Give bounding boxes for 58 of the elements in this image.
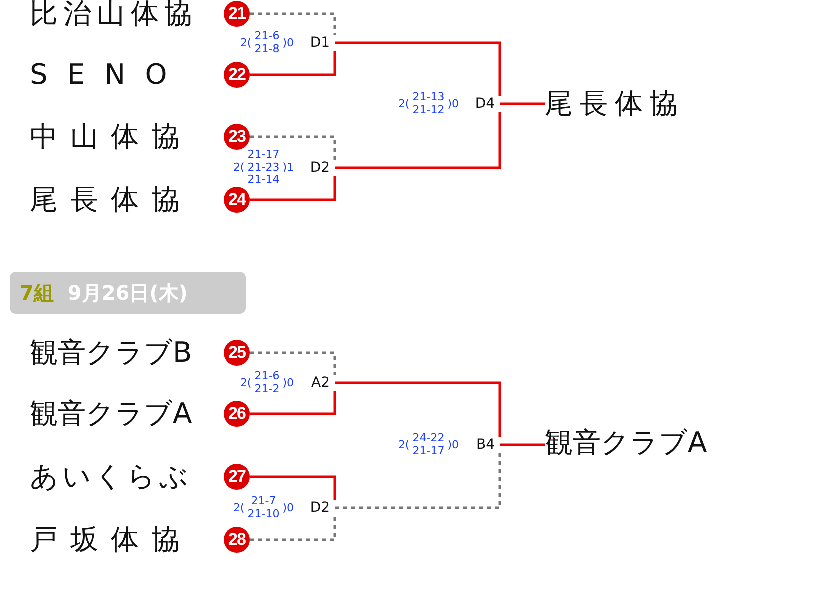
bracket-line bbox=[500, 444, 545, 446]
bracket-line-dashed bbox=[335, 453, 502, 510]
bracket-line-dashed bbox=[250, 136, 336, 160]
seed-number-badge: 24 bbox=[224, 187, 250, 213]
set-count: )0 bbox=[282, 36, 294, 50]
winner-name: 観音クラブA bbox=[545, 426, 708, 459]
winner-name: 尾長体協 bbox=[545, 87, 685, 120]
match-code: A2 bbox=[310, 375, 331, 391]
team-name: 比治山体協 bbox=[30, 0, 198, 28]
set-count: 2( bbox=[240, 36, 252, 50]
set-count: 2( bbox=[233, 162, 245, 174]
bracket-line bbox=[500, 102, 545, 106]
team-name: SENO bbox=[30, 61, 187, 89]
set-scores: 21-6 21-2 bbox=[254, 370, 280, 396]
set-count: )0 bbox=[448, 438, 459, 452]
set-count: 2( bbox=[240, 376, 252, 390]
set-scores: 24-22 21-17 bbox=[412, 432, 445, 458]
match-code: B4 bbox=[475, 437, 496, 453]
set-count: )0 bbox=[448, 98, 459, 110]
team-name: 戸坂体協 bbox=[30, 526, 192, 554]
bracket-line bbox=[250, 391, 336, 416]
seed-number-badge: 28 bbox=[224, 527, 250, 553]
match-code: D2 bbox=[309, 160, 331, 176]
bracket-line bbox=[335, 42, 502, 96]
bracket-line-dashed bbox=[250, 12, 336, 35]
set-count: 2( bbox=[233, 502, 245, 514]
bracket-line bbox=[250, 476, 336, 500]
set-count: )1 bbox=[282, 162, 294, 174]
set-scores: 21-6 21-8 bbox=[254, 30, 280, 56]
bracket-line bbox=[250, 51, 336, 76]
set-count: 2( bbox=[398, 98, 410, 110]
seed-number-badge: 21 bbox=[224, 1, 250, 27]
seed-number-badge: 25 bbox=[224, 340, 250, 366]
set-count: 2( bbox=[398, 438, 410, 452]
match-code: D2 bbox=[309, 500, 331, 516]
group-name: 7組 bbox=[20, 280, 54, 306]
match-code: D1 bbox=[309, 35, 331, 51]
team-name: 観音クラブA bbox=[30, 400, 192, 428]
seed-number-badge: 26 bbox=[224, 401, 250, 427]
bracket-line bbox=[250, 176, 336, 202]
seed-number-badge: 22 bbox=[224, 62, 250, 88]
team-name: あいくらぶ bbox=[30, 463, 192, 491]
bracket-line-dashed bbox=[250, 352, 336, 375]
team-name: 観音クラブB bbox=[30, 339, 192, 367]
bracket-line bbox=[335, 112, 502, 170]
bracket-line bbox=[335, 382, 502, 437]
group-header bbox=[10, 272, 246, 314]
bracket-line-dashed bbox=[250, 516, 336, 542]
set-scores: 21-13 21-12 bbox=[412, 91, 445, 117]
set-scores: 21-17 21-23 21-14 bbox=[248, 149, 280, 187]
team-name: 中山体協 bbox=[30, 123, 192, 151]
set-scores: 21-7 21-10 bbox=[248, 495, 280, 521]
seed-number-badge: 27 bbox=[224, 464, 250, 490]
set-count: )0 bbox=[282, 502, 294, 514]
set-count: )0 bbox=[282, 376, 294, 390]
seed-number-badge: 23 bbox=[224, 124, 250, 150]
match-code: D4 bbox=[474, 96, 496, 112]
team-name: 尾長体協 bbox=[30, 186, 192, 214]
